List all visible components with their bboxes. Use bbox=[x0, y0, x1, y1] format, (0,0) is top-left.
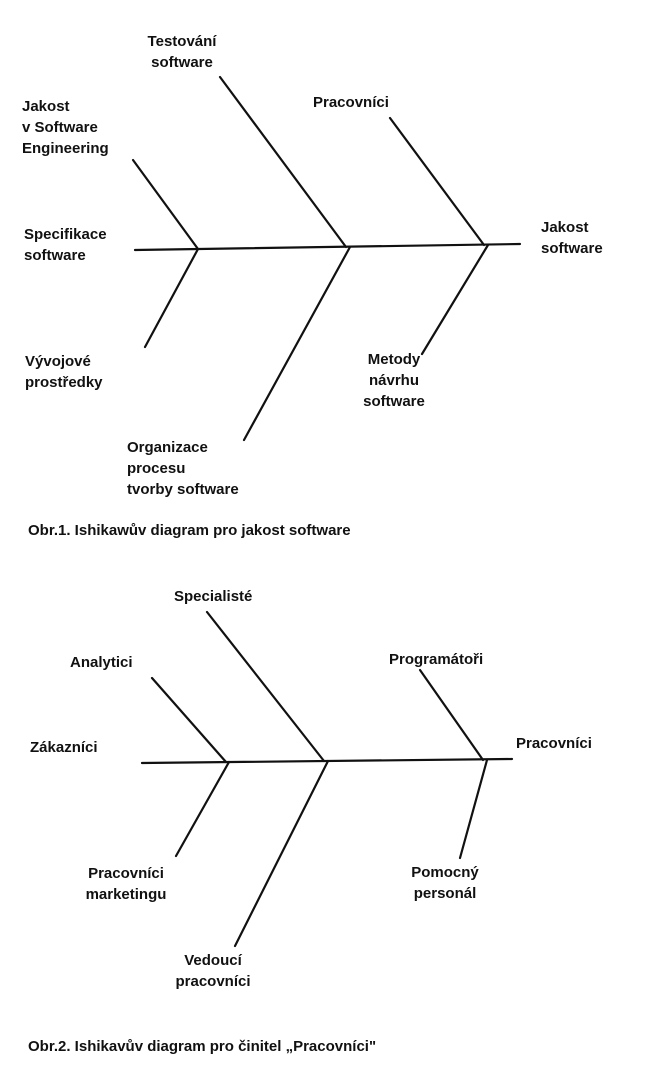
d2-label-marketing: Pracovníci marketingu bbox=[85, 865, 167, 903]
d2-bone-pomocny bbox=[458, 758, 489, 860]
d1-label-testovani: Testování software bbox=[147, 33, 217, 71]
d2-label-programatori: Programátoři bbox=[389, 651, 484, 668]
d1-label-jakost-se: Jakost v Software Engineering bbox=[22, 98, 109, 157]
d2-label-pomocny: Pomocný personál bbox=[411, 864, 479, 902]
d1-bone-metody bbox=[420, 243, 490, 356]
d1-label-organizace: Organizace procesu tvorby software bbox=[127, 439, 239, 498]
d1-label-vyvojove: Vývojové prostředky bbox=[25, 353, 103, 391]
d2-label-zakaznici: Zákazníci bbox=[30, 739, 98, 756]
d1-caption: Obr.1. Ishikawův diagram pro jakost soft… bbox=[28, 522, 351, 539]
d2-label-specialiste: Specialisté bbox=[174, 588, 253, 605]
d1-label-specifikace: Specifikace software bbox=[24, 226, 107, 264]
d1-label-effect: Jakost software bbox=[541, 219, 603, 257]
d2-bone-specialiste bbox=[205, 610, 326, 763]
d2-bone-marketing bbox=[174, 760, 231, 858]
d1-bone-vyvojove bbox=[143, 247, 200, 349]
d2-caption: Obr.2. Ishikavův diagram pro činitel „Pr… bbox=[28, 1038, 377, 1055]
d1-spine bbox=[133, 242, 522, 252]
d2-bone-analytici bbox=[150, 676, 228, 764]
d2-bone-programatori bbox=[418, 668, 485, 762]
d1-bone-pracovnici bbox=[388, 116, 486, 247]
d1-label-pracovnici: Pracovníci bbox=[313, 94, 389, 111]
d2-bone-vedouci bbox=[233, 759, 330, 948]
d1-bone-jakost-se bbox=[131, 158, 200, 251]
d1-bone-organizace bbox=[242, 245, 352, 442]
d2-label-vedouci: Vedoucí pracovníci bbox=[175, 952, 251, 990]
d2-label-analytici: Analytici bbox=[70, 654, 133, 671]
d2-label-effect: Pracovníci bbox=[516, 735, 592, 752]
d1-bone-testovani bbox=[218, 75, 348, 249]
d1-label-metody: Metody návrhu software bbox=[363, 351, 425, 410]
